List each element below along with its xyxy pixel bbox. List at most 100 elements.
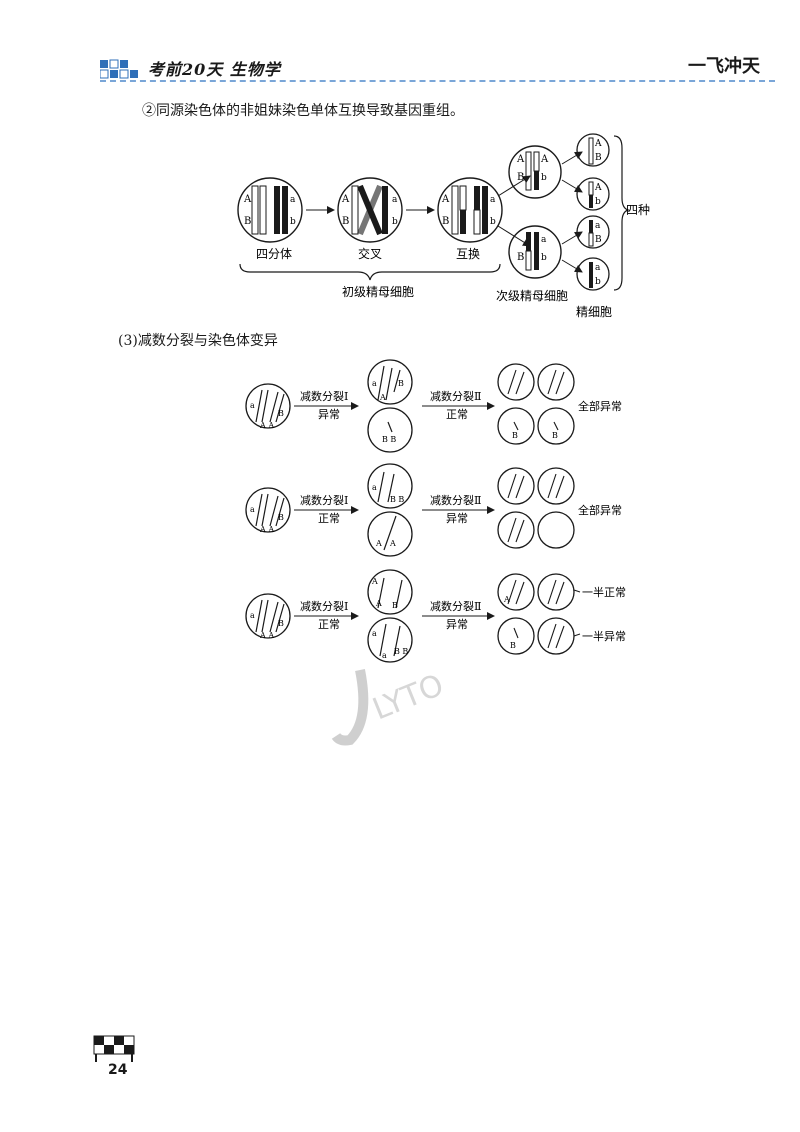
sperm-cell-1: AB bbox=[576, 133, 610, 167]
row2-step1-top: 减数分裂Ⅰ bbox=[300, 494, 348, 507]
svg-text:B B: B B bbox=[390, 495, 404, 504]
svg-text:A A: A A bbox=[259, 421, 274, 430]
row1-step2-bottom: 正常 bbox=[446, 408, 468, 421]
allele-a: a bbox=[290, 195, 296, 205]
row3-step1-bottom: 正常 bbox=[318, 618, 340, 631]
row2-result: 全部异常 bbox=[578, 503, 622, 517]
svg-text:B: B bbox=[595, 153, 602, 163]
svg-text:A: A bbox=[594, 139, 602, 149]
svg-text:A A: A A bbox=[259, 525, 274, 534]
allele-b: b bbox=[290, 217, 296, 227]
row3-step2-bottom: 异常 bbox=[446, 618, 468, 631]
secondary-spermatocyte-label: 次级精母细胞 bbox=[496, 289, 568, 303]
row1-step1-top: 减数分裂Ⅰ bbox=[300, 390, 348, 403]
finish-flag-icon bbox=[93, 1035, 135, 1062]
svg-text:B: B bbox=[552, 431, 558, 440]
svg-text:B: B bbox=[342, 216, 349, 227]
svg-text:a: a bbox=[595, 221, 601, 231]
svg-text:B: B bbox=[392, 601, 398, 610]
sperm-label: 精细胞 bbox=[576, 305, 612, 319]
svg-text:A: A bbox=[375, 599, 382, 608]
section3-heading: (3)减数分裂与染色体变异 bbox=[118, 333, 278, 349]
svg-text:a: a bbox=[250, 401, 255, 410]
section2-heading: ②同源染色体的非姐妹染色单体互换导致基因重组。 bbox=[142, 103, 464, 119]
svg-text:A: A bbox=[594, 183, 602, 193]
tetrad-cell: A B a b bbox=[237, 177, 303, 243]
svg-text:A: A bbox=[389, 539, 396, 548]
nondisjunction-diagram: aA AB 减数分裂Ⅰ 异常 aAB B B 减数分裂Ⅱ 正常 B B 全部异常… bbox=[245, 359, 626, 663]
four-sperm-label: 四种精细胞 bbox=[626, 203, 650, 217]
watermark-text: LYTO bbox=[368, 668, 449, 728]
svg-text:a: a bbox=[490, 195, 496, 205]
row2-step2-bottom: 异常 bbox=[446, 512, 468, 525]
header-brand: 一飞冲天 bbox=[688, 56, 760, 77]
svg-text:B: B bbox=[442, 216, 449, 227]
row-1: aA AB 减数分裂Ⅰ 异常 aAB B B 减数分裂Ⅱ 正常 B B 全部异常 bbox=[245, 359, 622, 453]
svg-text:a: a bbox=[595, 263, 601, 273]
header-logo-icon bbox=[100, 59, 138, 79]
svg-text:a: a bbox=[382, 651, 387, 660]
allele-B: B bbox=[244, 216, 251, 227]
svg-text:b: b bbox=[541, 253, 547, 263]
allele-A: A bbox=[243, 194, 252, 205]
sperm-cell-2: Ab bbox=[576, 177, 610, 211]
crossing-cell: A B a b bbox=[337, 177, 403, 243]
exchange-cell: A B a b bbox=[437, 177, 503, 243]
svg-text:B: B bbox=[278, 513, 284, 522]
row2-step1-bottom: 正常 bbox=[318, 512, 340, 525]
sperm-cell-3: aB bbox=[576, 215, 610, 249]
row2-step2-top: 减数分裂Ⅱ bbox=[430, 494, 481, 507]
svg-text:b: b bbox=[490, 217, 496, 227]
svg-text:B: B bbox=[517, 172, 524, 183]
svg-text:a: a bbox=[372, 379, 377, 388]
header-title: 考前20天 生物学 bbox=[148, 60, 281, 79]
svg-text:A: A bbox=[516, 154, 525, 165]
crossover-diagram: A B a b A B a b A B a b 四分体 交叉 互换 初级精母细胞 bbox=[237, 133, 650, 319]
svg-text:B: B bbox=[278, 409, 284, 418]
watermark-logo: LYTO bbox=[331, 668, 449, 746]
row3-step2-top: 减数分裂Ⅱ bbox=[430, 600, 481, 613]
row1-result: 全部异常 bbox=[578, 399, 622, 413]
stage-label-exchange: 互换 bbox=[456, 247, 480, 261]
svg-text:B: B bbox=[512, 431, 518, 440]
row3-step1-top: 减数分裂Ⅰ bbox=[300, 600, 348, 613]
secondary-cell-top: A B A b bbox=[508, 145, 562, 199]
svg-text:B B: B B bbox=[382, 435, 396, 444]
secondary-cell-bottom: B a b bbox=[508, 225, 562, 279]
row3-result-top: 一半正常 bbox=[582, 585, 626, 599]
svg-text:B: B bbox=[595, 235, 602, 245]
row1-step1-bottom: 异常 bbox=[318, 408, 340, 421]
stage-label-tetrad: 四分体 bbox=[256, 247, 292, 261]
svg-text:a: a bbox=[372, 483, 377, 492]
svg-text:A: A bbox=[341, 194, 350, 205]
svg-text:b: b bbox=[595, 277, 601, 287]
svg-text:A: A bbox=[540, 154, 549, 165]
svg-text:B: B bbox=[278, 619, 284, 628]
svg-text:a: a bbox=[250, 611, 255, 620]
svg-text:A: A bbox=[379, 393, 386, 402]
stage-label-crossing: 交叉 bbox=[358, 246, 382, 261]
svg-text:b: b bbox=[595, 197, 601, 207]
header-divider bbox=[100, 80, 775, 82]
svg-text:b: b bbox=[541, 173, 547, 183]
row1-step2-top: 减数分裂Ⅱ bbox=[430, 390, 481, 403]
svg-text:B: B bbox=[398, 379, 404, 388]
svg-text:b: b bbox=[392, 217, 398, 227]
svg-text:B B: B B bbox=[394, 647, 408, 656]
page-number: 24 bbox=[108, 1062, 128, 1078]
svg-text:B: B bbox=[517, 252, 524, 263]
svg-text:a: a bbox=[541, 235, 547, 245]
svg-text:A: A bbox=[371, 577, 378, 586]
primary-spermatocyte-label: 初级精母细胞 bbox=[342, 285, 414, 299]
svg-text:B: B bbox=[510, 641, 516, 650]
svg-text:A: A bbox=[375, 539, 382, 548]
svg-text:a: a bbox=[372, 629, 377, 638]
svg-text:A A: A A bbox=[259, 631, 274, 640]
svg-text:a: a bbox=[392, 195, 398, 205]
sperm-cell-4: ab bbox=[576, 257, 610, 291]
row3-result-bottom: 一半异常 bbox=[582, 629, 626, 643]
svg-text:A: A bbox=[441, 194, 450, 205]
svg-text:a: a bbox=[250, 505, 255, 514]
